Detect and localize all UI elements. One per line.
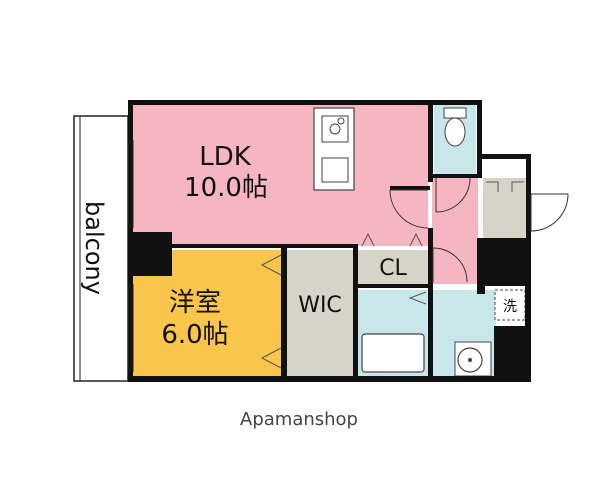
bathtub-icon xyxy=(361,333,425,373)
ldk-label: LDK xyxy=(199,142,252,172)
hall xyxy=(432,178,478,284)
doors xyxy=(389,177,569,283)
wic-label: WIC xyxy=(298,293,342,318)
washroom: 洗 xyxy=(432,289,526,377)
windows xyxy=(127,140,134,372)
toilet-icon xyxy=(444,117,466,147)
western-room-label: 洋室 xyxy=(169,288,221,318)
washer-space xyxy=(494,289,526,321)
wic-room xyxy=(287,250,353,376)
bathroom xyxy=(358,290,428,376)
western-room-size: 6.0帖 xyxy=(161,320,228,350)
cl-label: CL xyxy=(379,256,407,281)
closet-door-marks xyxy=(260,254,282,369)
toilet-room xyxy=(434,104,476,174)
entrance-storage xyxy=(483,178,529,238)
ldk-room xyxy=(132,104,428,246)
cl-closet xyxy=(358,250,428,284)
washer-label: 洗 xyxy=(503,299,517,315)
balcony-label: balcony xyxy=(80,201,108,295)
balcony: balcony xyxy=(73,115,129,382)
kitchen-counter xyxy=(313,107,355,191)
walls xyxy=(128,100,531,382)
ldk-size: 10.0帖 xyxy=(184,173,268,203)
caption: Apamanshop xyxy=(240,409,358,430)
